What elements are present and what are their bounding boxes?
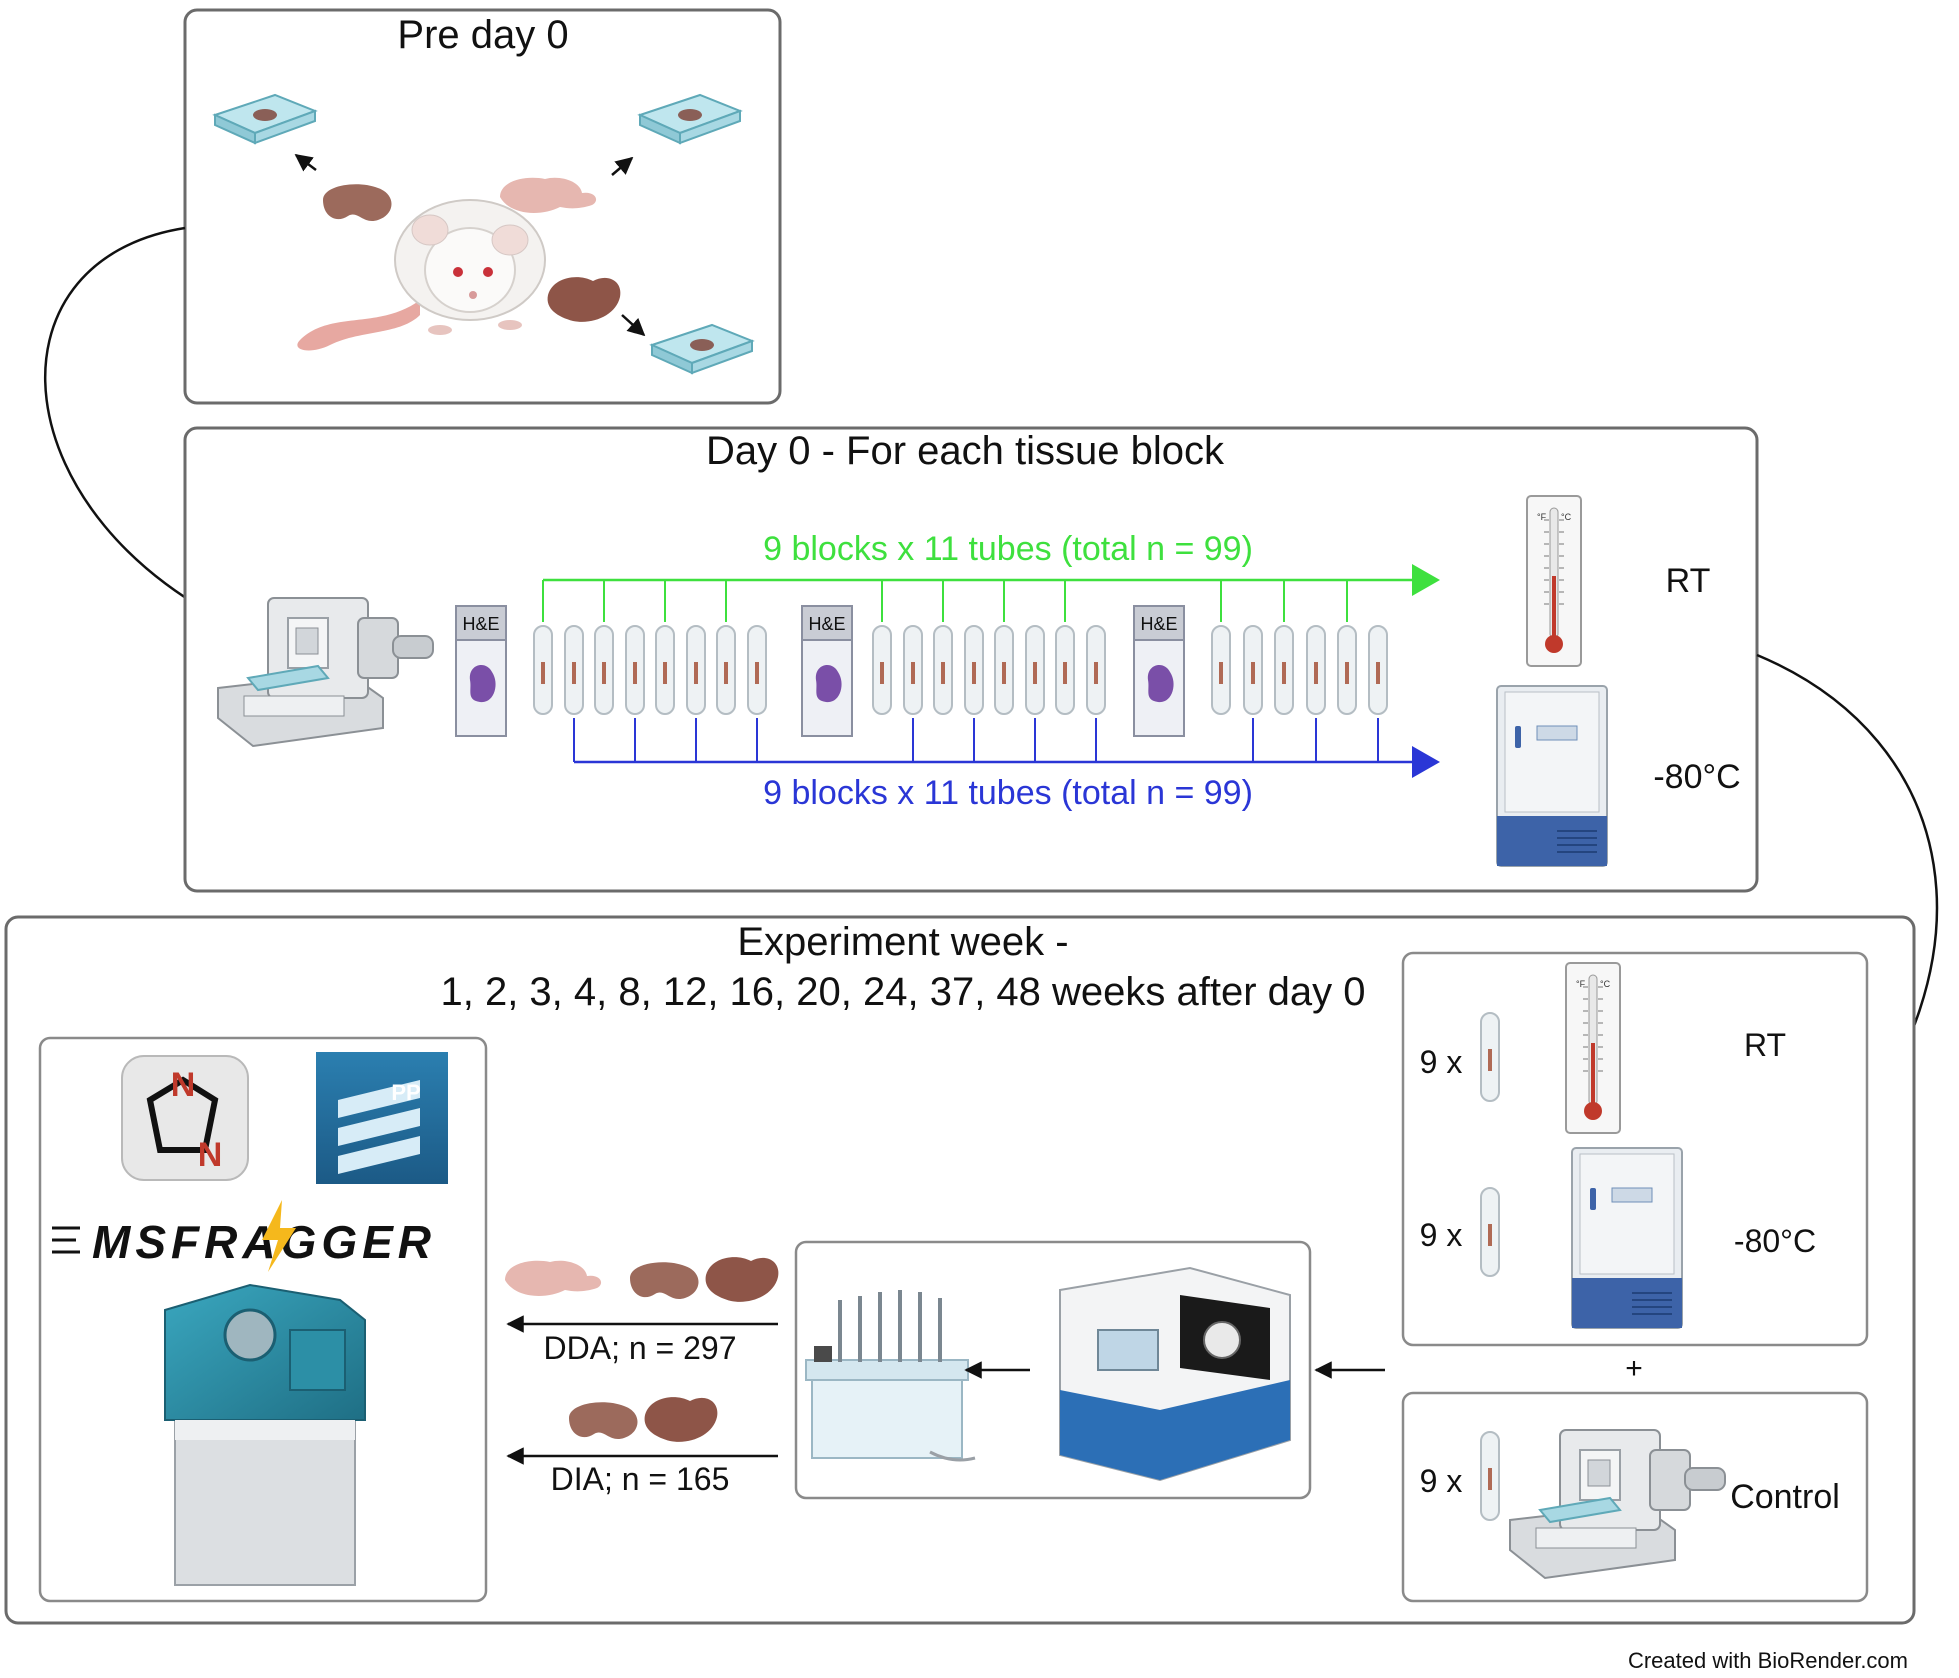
tube-freezer: [1480, 1187, 1500, 1277]
dia-label: DIA; n = 165: [551, 1461, 730, 1497]
arrow-kidney-to-cassette: [294, 153, 317, 172]
panel-day-0: Day 0 - For each tissue block H&E H&E H&…: [183, 426, 1759, 893]
tube: [747, 625, 767, 715]
homogenizer-icon: [1059, 1266, 1291, 1482]
tube: [903, 625, 923, 715]
tube: [1274, 625, 1294, 715]
tube: [1306, 625, 1326, 715]
freezer-icon-storage: [1571, 1147, 1683, 1329]
tube: [1368, 625, 1388, 715]
tube: [872, 625, 892, 715]
tube: [686, 625, 706, 715]
pp-logo-icon: PP: [316, 1052, 448, 1184]
arrow-pre-day-to-day0: [44, 226, 250, 634]
logo-n-bottom: N: [198, 1136, 223, 1174]
pre-day-0-title: Pre day 0: [397, 13, 568, 57]
tube: [594, 625, 614, 715]
rt-label: RT: [1666, 562, 1711, 600]
thermo-f-label-2: °F: [1576, 979, 1586, 989]
tube: [716, 625, 736, 715]
plus-sign: +: [1625, 1352, 1643, 1385]
storage-rt-label: RT: [1744, 1027, 1786, 1063]
logo-n-top: N: [171, 1066, 196, 1104]
he-label-2: H&E: [808, 614, 845, 634]
freezer-icon: [1496, 685, 1608, 867]
he-label-3: H&E: [1140, 614, 1177, 634]
thermo-f-label: °F: [1537, 512, 1547, 522]
green-branch: 9 blocks x 11 tubes (total n = 99): [542, 530, 1440, 622]
tube: [994, 625, 1014, 715]
freezer-label: -80°C: [1653, 758, 1740, 796]
storage-freezer-count: 9 x: [1420, 1217, 1463, 1253]
experiment-title-line2: 1, 2, 3, 4, 8, 12, 16, 20, 24, 37, 48 we…: [440, 970, 1365, 1014]
storage-freezer-label: -80°C: [1734, 1223, 1816, 1259]
rat-icon: [297, 199, 546, 351]
thermo-c-label: °C: [1561, 512, 1572, 522]
green-arrowhead: [1412, 564, 1440, 596]
panel-experiment: Experiment week - 1, 2, 3, 4, 8, 12, 16,…: [4, 915, 1916, 1625]
he-label-1: H&E: [462, 614, 499, 634]
arrow-brain-to-cassette: [611, 156, 634, 176]
analysis-box: N N PP MSFRAGGER: [38, 1036, 488, 1603]
footer-credit: Created with BioRender.com: [1628, 1648, 1908, 1673]
kidney-icon-dia: [569, 1402, 638, 1440]
dda-label: DDA; n = 297: [544, 1330, 737, 1366]
panel-pre-day-0: Pre day 0: [183, 8, 782, 405]
he-slide-3: H&E: [1133, 605, 1185, 737]
kidney-icon-dda: [630, 1262, 699, 1300]
msfragger-logo-icon: MSFRAGGER: [52, 1200, 436, 1272]
thermometer-icon: °F °C: [1526, 495, 1582, 667]
kidney-icon: [323, 184, 392, 222]
experiment-title-line1: Experiment week -: [737, 920, 1068, 964]
storage-rt-count: 9 x: [1420, 1044, 1463, 1080]
tube: [1055, 625, 1075, 715]
control-count: 9 x: [1420, 1463, 1463, 1499]
control-label: Control: [1730, 1478, 1840, 1516]
tube: [625, 625, 645, 715]
tube: [655, 625, 675, 715]
msfragger-wordmark: MSFRAGGER: [92, 1216, 436, 1268]
blue-branch: 9 blocks x 11 tubes (total n = 99): [573, 718, 1440, 812]
tube-rt: [1480, 1012, 1500, 1102]
mass-spectrometer-icon: [164, 1283, 366, 1586]
tube: [1337, 625, 1357, 715]
thermometer-icon-storage: °F °C: [1565, 962, 1621, 1134]
blue-label: 9 blocks x 11 tubes (total n = 99): [763, 774, 1253, 812]
he-slide-1: H&E: [455, 605, 507, 737]
thermo-c-label-2: °C: [1600, 979, 1611, 989]
tube-control: [1480, 1431, 1500, 1521]
green-label: 9 blocks x 11 tubes (total n = 99): [763, 530, 1253, 568]
tube: [1211, 625, 1231, 715]
tube: [1025, 625, 1045, 715]
tube: [564, 625, 584, 715]
arrow-liver-to-cassette: [621, 314, 646, 337]
control-box: 9 x Control: [1401, 1391, 1869, 1603]
tube: [933, 625, 953, 715]
cartridge-rack-icon: [805, 1290, 976, 1462]
imidazole-logo-icon: N N: [121, 1055, 249, 1181]
sample-prep-box: [794, 1240, 1312, 1500]
tube: [1243, 625, 1263, 715]
tube: [533, 625, 553, 715]
blue-arrowhead: [1412, 746, 1440, 778]
tube: [1086, 625, 1106, 715]
day-0-title: Day 0 - For each tissue block: [706, 429, 1225, 473]
tube: [964, 625, 984, 715]
he-slide-2: H&E: [801, 605, 853, 737]
pp-logo-text: PP: [391, 1080, 420, 1105]
storage-box: 9 x °F °C RT 9 x -80°C: [1401, 951, 1869, 1347]
